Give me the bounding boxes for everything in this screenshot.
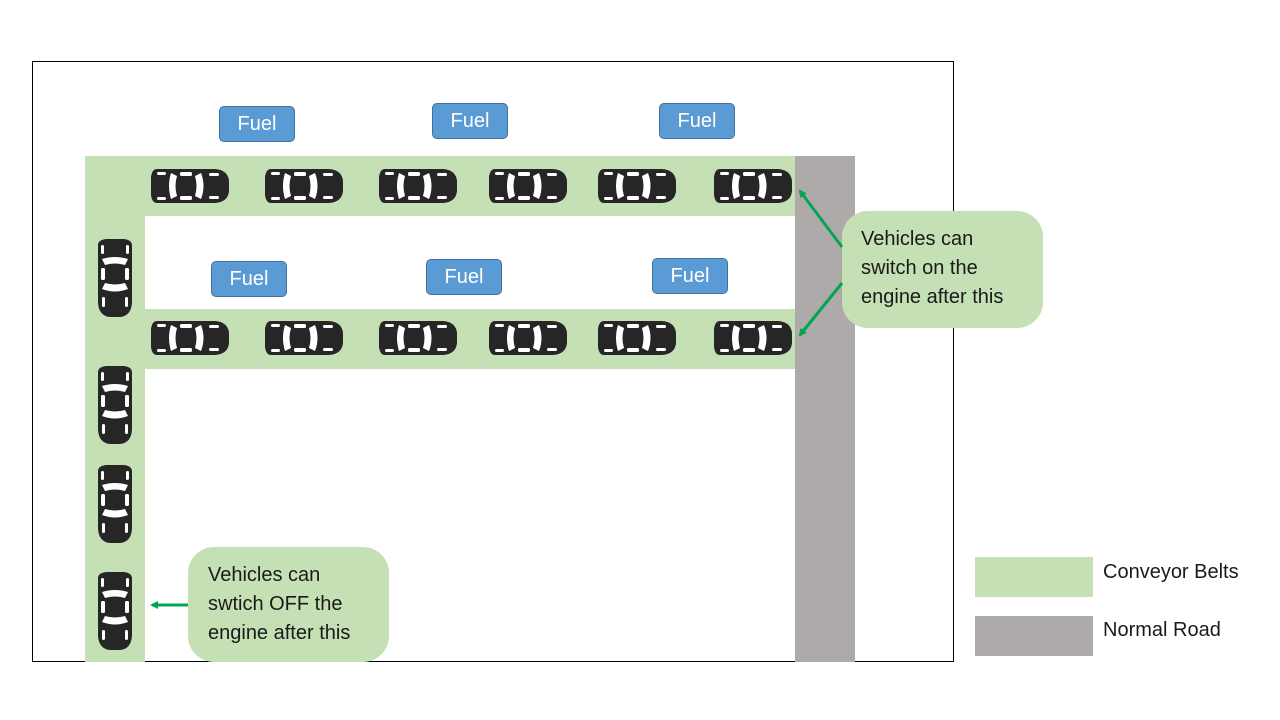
legend-road-label: Normal Road [1103,619,1221,641]
car-icon [487,317,569,359]
fuel-station-middle-1: Fuel [211,261,287,297]
fuel-station-middle-2: Fuel [426,259,502,295]
conveyor-belt-middle [145,309,795,369]
car-icon [263,165,345,207]
fuel-station-middle-3: Fuel [652,258,728,294]
fuel-station-top-2: Fuel [432,103,508,139]
diagram-frame [32,61,954,662]
legend-road-swatch [975,616,1093,656]
car-icon [596,317,678,359]
car-icon [263,317,345,359]
arrow-to-middle-belt-end [798,282,844,337]
callout-switch-on: Vehicles can switch on the engine after … [842,211,1043,328]
legend-conveyor-label: Conveyor Belts [1103,561,1239,583]
car-icon [149,165,231,207]
car-icon [94,463,136,545]
car-icon [377,165,459,207]
legend-conveyor-swatch [975,557,1093,597]
car-icon [149,317,231,359]
car-icon [94,237,136,319]
car-icon [94,364,136,446]
car-icon [487,165,569,207]
arrow-to-top-belt-end [798,189,844,248]
car-icon [94,570,136,652]
car-icon [596,165,678,207]
fuel-station-top-1: Fuel [219,106,295,142]
callout-switch-off: Vehicles can swtich OFF the engine after… [188,547,389,662]
fuel-station-top-3: Fuel [659,103,735,139]
car-icon [712,165,794,207]
car-icon [377,317,459,359]
conveyor-belt-top [145,156,795,216]
car-icon [712,317,794,359]
